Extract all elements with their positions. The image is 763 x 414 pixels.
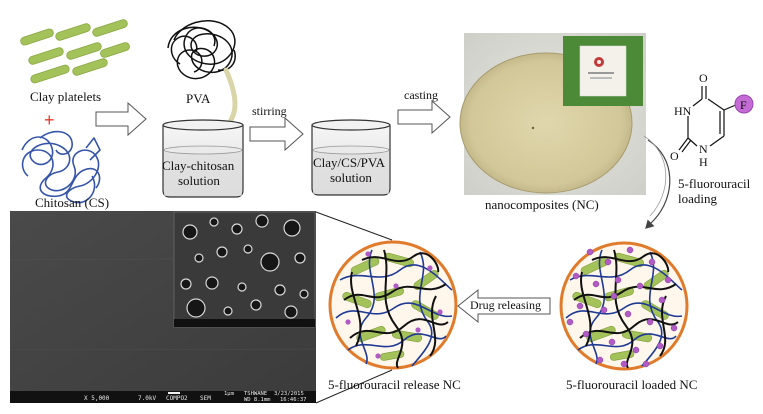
sem-voltage: 7.0kV — [138, 395, 156, 402]
process-arrow-stirring — [249, 116, 304, 152]
clay-cs-pva-label-1: Clay/CS/PVA — [313, 155, 386, 170]
nanocomposite-film-photo — [459, 33, 646, 195]
pva-label: PVA — [186, 91, 211, 106]
loaded-nc-circle — [559, 241, 689, 371]
clay-cs-pva-label-2: solution — [330, 170, 372, 185]
zoom-line-bottom — [315, 369, 393, 404]
sem-scale-bar — [168, 392, 180, 394]
process-arrow-1 — [95, 101, 147, 137]
drug-releasing-arrow — [457, 288, 551, 324]
sem-date: 3/23/2015 — [274, 391, 304, 397]
sem-mode: SEM — [200, 395, 211, 402]
drug-releasing-label: Drug releasing — [470, 298, 541, 312]
sem-scale: 1μm — [224, 391, 235, 397]
zoom-line-top — [315, 211, 393, 241]
clay-chitosan-label-2: solution — [178, 173, 220, 188]
loaded-nc-label: 5-fluorouracil loaded NC — [566, 377, 697, 392]
fluorouracil-loading-label-1: 5-fluorouracil — [678, 176, 751, 191]
stirring-label: stirring — [252, 104, 287, 118]
sem-time: 16:46:37 — [280, 397, 307, 403]
sem-site: TSHWANE — [244, 391, 267, 397]
beaker-icon-clay-chitosan — [162, 119, 244, 198]
chitosan-label: Chitosan (CS) — [35, 195, 109, 210]
sem-wd: WD 8.1mm — [244, 397, 271, 403]
release-nc-label: 5-fluorouracil release NC — [328, 377, 461, 392]
plus-sign: + — [44, 110, 55, 130]
beaker-icon-clay-cs-pva — [311, 119, 391, 196]
release-nc-circle — [328, 240, 458, 370]
nanocomposites-label: nanocomposites (NC) — [485, 197, 599, 212]
molecule-hn: HN — [674, 104, 692, 118]
pva-coil-icon — [167, 19, 236, 80]
sem-magnification: X 5,000 — [84, 395, 110, 402]
sem-detector: COMPO2 — [166, 395, 188, 402]
fluorouracil-molecule-icon — [678, 86, 739, 153]
clay-platelets-label: Clay platelets — [30, 89, 101, 104]
process-arrow-casting — [397, 99, 451, 135]
fluorine-atom-icon — [734, 94, 754, 114]
molecule-h: H — [699, 155, 708, 169]
clay-platelets-icon — [20, 19, 130, 84]
sem-inset-micrograph — [173, 211, 316, 328]
clay-chitosan-label-1: Clay-chitosan — [162, 158, 235, 173]
chitosan-coil-icon — [21, 130, 101, 204]
molecule-o-left: O — [670, 149, 679, 163]
fluorouracil-loading-label-2: loading — [678, 191, 717, 206]
loading-curved-arrow — [645, 139, 671, 229]
molecule-f: F — [740, 98, 747, 112]
molecule-o-top: O — [699, 71, 708, 85]
casting-label: casting — [404, 88, 438, 102]
molecule-n: N — [699, 142, 708, 156]
